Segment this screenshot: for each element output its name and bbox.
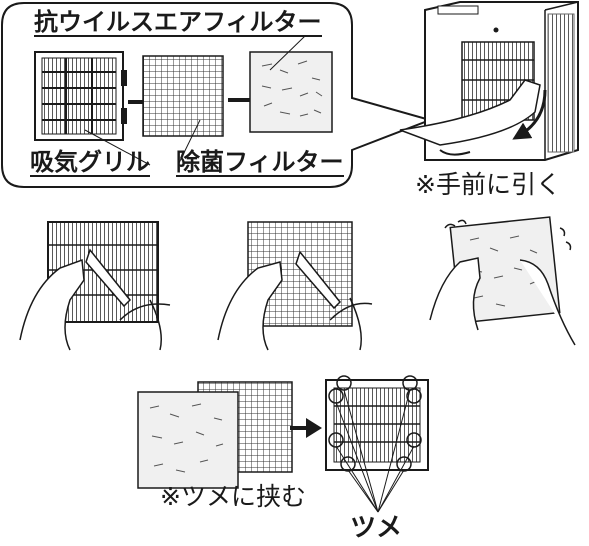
antivirus-filter-label: 抗ウイルスエアフィルター (34, 8, 322, 37)
stacked-filters-illustration (137, 381, 293, 489)
claw-pointer-lines (335, 389, 415, 513)
air-purifier-illustration (399, 1, 579, 161)
cleaning-grille-illustration (19, 221, 171, 351)
leader-line (269, 35, 306, 71)
arrow-3 (290, 418, 322, 438)
claw-note: ※ツメに挟む (160, 482, 306, 511)
leader-line (177, 119, 201, 166)
cleaning-antibacterial-filter-illustration (217, 221, 373, 351)
tapping-antivirus-filter-illustration (429, 216, 576, 346)
assembled-grille-illustration (325, 379, 429, 471)
antibacterial-filter-illustration (142, 55, 224, 137)
antibacterial-filter-label: 除菌フィルター (176, 148, 344, 177)
leader-line (84, 129, 151, 166)
pull-note: ※手前に引く (415, 170, 561, 199)
intake-grille-illustration (34, 51, 127, 141)
antivirus-filter-illustration (249, 51, 333, 133)
claws-label: ツメ (350, 513, 403, 543)
intake-grille-label: 吸気グリル (30, 148, 150, 177)
